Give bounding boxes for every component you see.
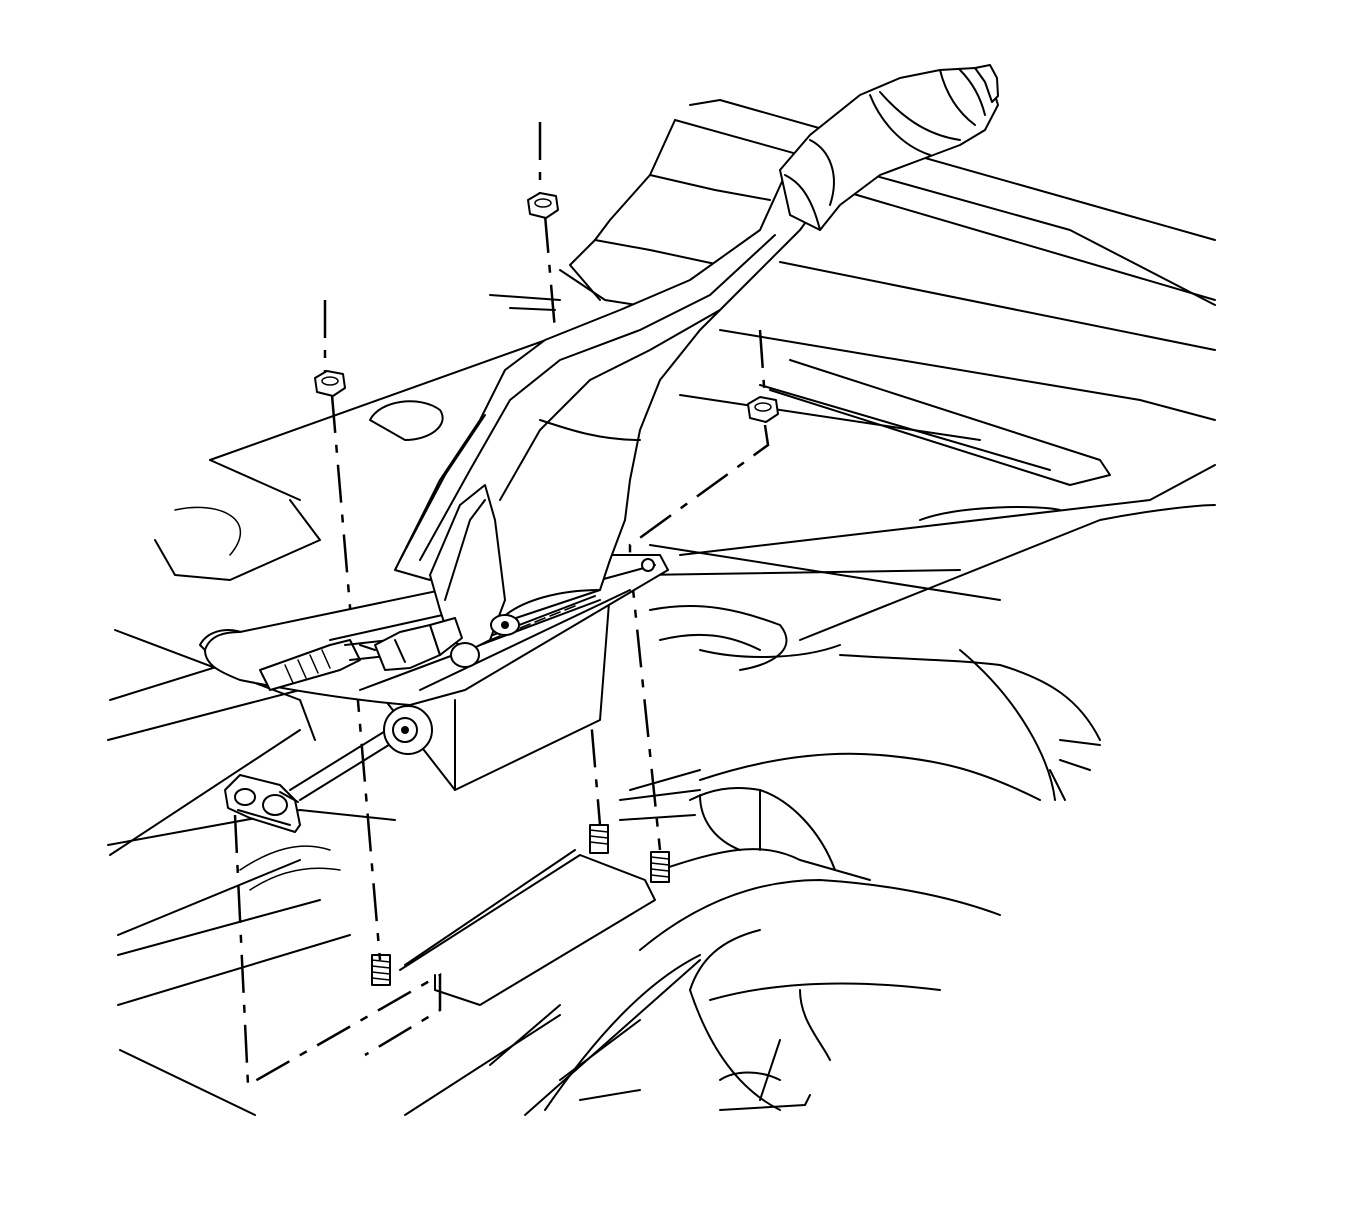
mounting-studs xyxy=(371,824,670,1006)
mounting-nut xyxy=(527,192,559,219)
mounting-nut xyxy=(747,396,779,423)
lever-handle-grip xyxy=(779,64,999,231)
floor-pan xyxy=(107,99,1216,1116)
mounting-nuts xyxy=(314,192,779,423)
front-cable xyxy=(259,639,433,801)
cable-equalizer xyxy=(224,774,301,833)
electrical-connector xyxy=(359,617,463,671)
mounting-stud xyxy=(371,954,391,986)
parking-brake-lever xyxy=(394,149,841,668)
mounting-stud xyxy=(589,824,609,854)
mounting-nut xyxy=(314,370,346,397)
mounting-stud xyxy=(650,851,670,883)
